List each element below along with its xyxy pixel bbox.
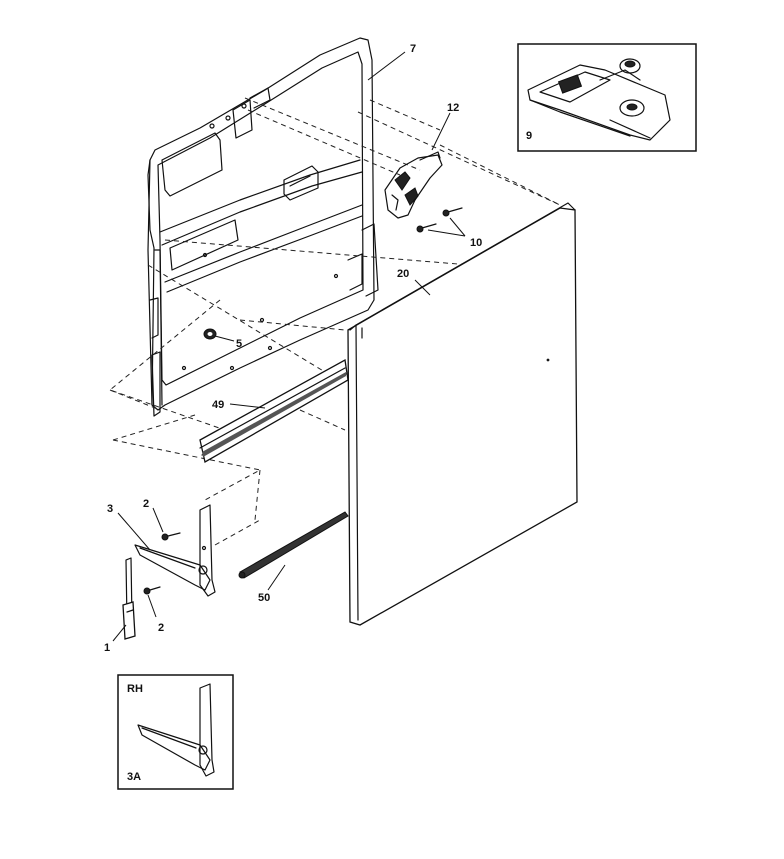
- callout-2-upper: 2: [143, 498, 149, 510]
- outer-door-panel: [347, 202, 578, 626]
- inset-rh-title: RH: [127, 683, 143, 695]
- callout-2-lower: 2: [158, 622, 164, 634]
- trim-strip: [199, 358, 349, 464]
- door-latch: [384, 151, 443, 219]
- hinge: [134, 504, 216, 597]
- hinge-screws: [143, 532, 181, 595]
- grommet: [203, 328, 217, 340]
- callout-7: 7: [410, 43, 416, 55]
- leader-lines: [112, 51, 466, 642]
- callout-1: 1: [104, 642, 110, 654]
- gasket-strip: [238, 511, 349, 579]
- dispenser-inset: [517, 43, 697, 152]
- latch-screws: [416, 207, 463, 233]
- callout-12: 12: [447, 102, 459, 114]
- rh-hinge-inset: [117, 674, 234, 790]
- callout-49: 49: [212, 399, 224, 411]
- door-inner-frame: [147, 37, 379, 417]
- callout-labels: 7 12 9 10 20 5 49 2 3 2 1 50 RH 3A: [104, 43, 532, 783]
- callout-5: 5: [236, 338, 242, 350]
- assembly-lines: [108, 97, 561, 546]
- callout-10: 10: [470, 237, 482, 249]
- callout-3a: 3A: [127, 771, 141, 783]
- callout-3: 3: [107, 503, 113, 515]
- callout-20: 20: [397, 268, 409, 280]
- callout-50: 50: [258, 592, 270, 604]
- callout-9: 9: [526, 130, 532, 142]
